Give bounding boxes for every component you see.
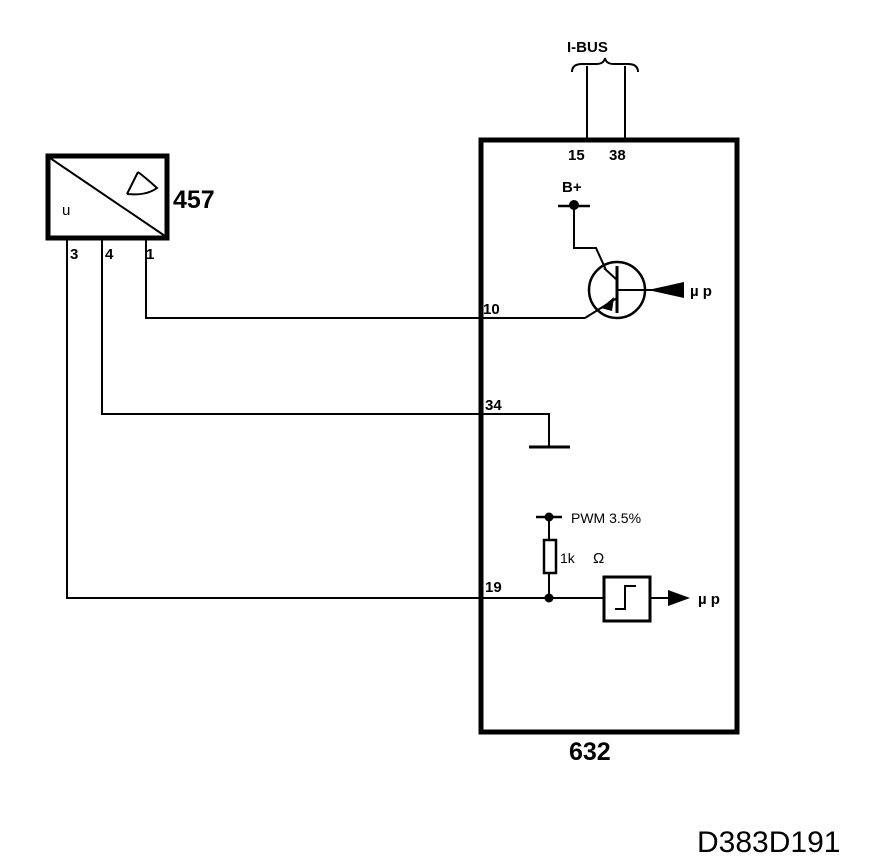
pwm-label: PWM 3.5% [571, 510, 641, 526]
sensor-angle-icon [126, 171, 159, 196]
sensor-pin-1: 1 [146, 246, 154, 263]
sensor-symbol: u [62, 202, 70, 219]
module-id-label: 632 [569, 738, 611, 766]
wire-sensor4-pin34 [101, 238, 550, 446]
emitter-arrow [601, 297, 614, 311]
comparator-output-label: µ p [698, 591, 720, 608]
pin-label-34: 34 [485, 397, 502, 414]
pullup-resistor [542, 538, 558, 575]
ibus-label: I-BUS [567, 39, 608, 56]
transistor-collector [603, 267, 618, 281]
wire-sensor1-pin10 [145, 238, 585, 319]
supply-label: B+ [562, 179, 582, 196]
input-stage: PWM 3.5% 1k Ω µ p [536, 510, 720, 623]
pin-label-19: 19 [485, 579, 502, 596]
sensor-component: u [45, 153, 170, 241]
comparator-output-arrow [668, 590, 690, 606]
sensor-pin-4: 4 [105, 246, 114, 263]
drawing-id: D383D191 [697, 826, 840, 859]
pin-label-15: 15 [568, 147, 585, 164]
resistor-unit: Ω [593, 550, 604, 567]
control-module-box [478, 137, 740, 735]
resistor-value: 1k [560, 550, 576, 566]
sensor-pin-3: 3 [70, 246, 78, 263]
wire-sensor3-pin19 [66, 238, 549, 599]
base-input-arrow [648, 282, 684, 298]
sensor-diagonal [49, 157, 166, 237]
pin-label-38: 38 [609, 147, 626, 164]
transistor-output-label: µ p [690, 283, 712, 300]
collector-lead [573, 205, 607, 271]
schmitt-trigger-icon [615, 585, 636, 610]
sensor-box [45, 153, 170, 241]
sensor-id-label: 457 [173, 186, 215, 214]
transistor-symbol: B+ µ p [558, 179, 712, 320]
pin-label-10: 10 [483, 301, 500, 318]
ibus-brace [571, 57, 639, 73]
comparator-box [602, 575, 652, 623]
